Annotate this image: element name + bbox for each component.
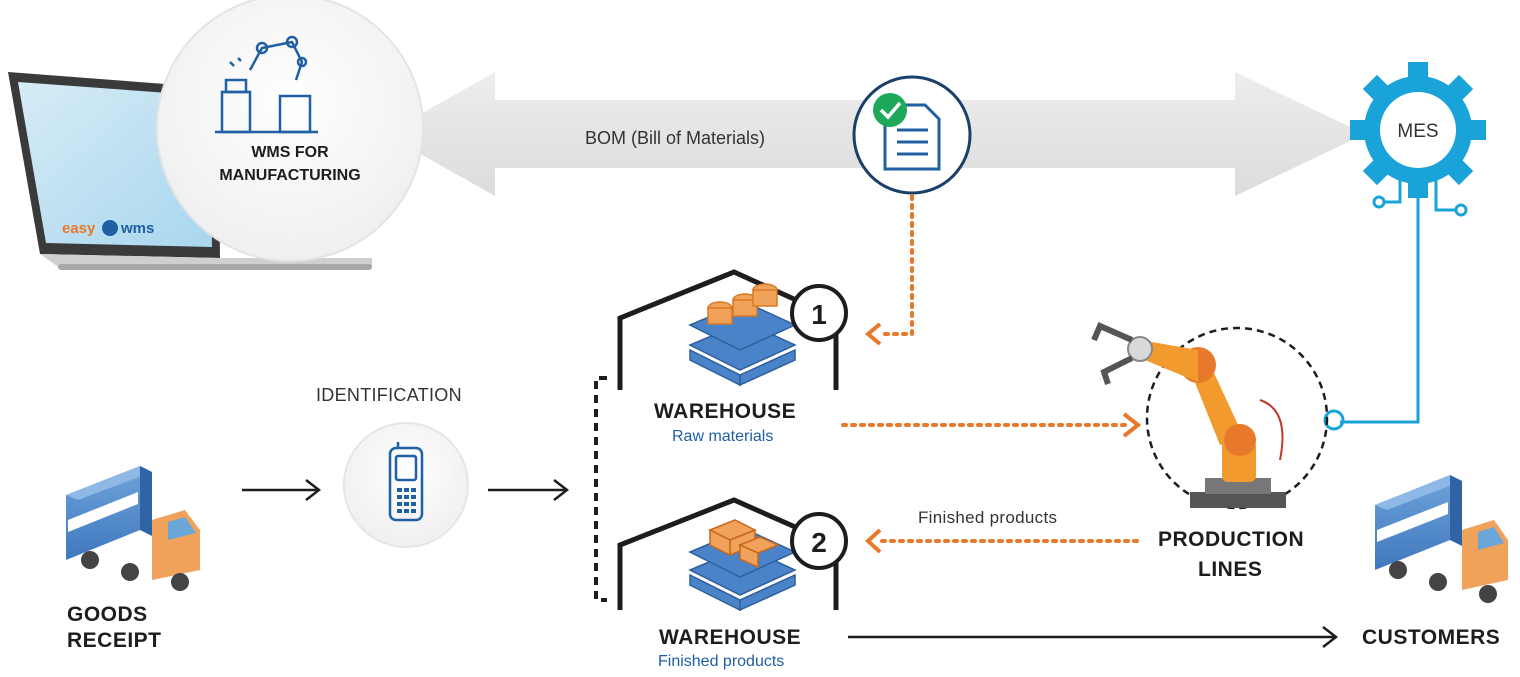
wms-title-line2: MANUFACTURING	[219, 167, 360, 184]
factory-robot-icon	[215, 35, 318, 134]
production-lines-line2: LINES	[1198, 558, 1263, 581]
identification-label: IDENTIFICATION	[316, 385, 462, 405]
check-icon	[873, 93, 907, 127]
mes-gear-icon: MES	[1323, 62, 1486, 431]
finished-to-customers-arrow	[848, 626, 1339, 648]
goods-receipt-line1: GOODS	[67, 603, 148, 626]
robot-arm-icon	[1091, 322, 1329, 510]
warehouse2-number: 2	[811, 527, 827, 558]
warehouse1-number: 1	[811, 299, 827, 330]
warehouse1-subtitle: Raw materials	[672, 428, 774, 445]
brand-logo-icon	[102, 220, 118, 236]
warehouse-bracket	[594, 376, 607, 602]
finished-products-label: Finished products	[918, 508, 1058, 527]
bom-label: BOM (Bill of Materials)	[585, 128, 765, 148]
warehouse2-subtitle: Finished products	[658, 653, 785, 670]
handheld-scanner-icon	[388, 442, 424, 522]
identification-to-warehouse-arrow	[488, 479, 570, 501]
raw-to-production-arrow	[841, 412, 1142, 438]
receipt-to-identification-arrow	[242, 479, 322, 501]
warehouse2-title: WAREHOUSE	[659, 626, 802, 649]
bom-to-warehouse-arrow	[864, 194, 914, 346]
warehouse1-title: WAREHOUSE	[654, 400, 797, 423]
customers-label: CUSTOMERS	[1362, 626, 1501, 649]
bom-document-icon	[852, 75, 972, 195]
scanner-badge	[343, 422, 469, 548]
brand-easy: easy	[62, 220, 96, 237]
production-lines-line1: PRODUCTION	[1158, 528, 1305, 551]
warehouse-finished-icon: 2	[617, 497, 848, 612]
wms-title-line1: WMS FOR	[251, 144, 329, 161]
customers-truck-icon	[1375, 475, 1508, 603]
brand-wms: wms	[120, 220, 154, 237]
production-to-finished-arrow	[865, 528, 1139, 554]
warehouse-raw-icon: 1	[617, 269, 848, 390]
wms-badge: WMS FOR MANUFACTURING	[156, 0, 424, 262]
mes-label: MES	[1397, 121, 1438, 142]
goods-truck-icon	[66, 466, 200, 591]
goods-receipt-line2: RECEIPT	[67, 629, 162, 652]
